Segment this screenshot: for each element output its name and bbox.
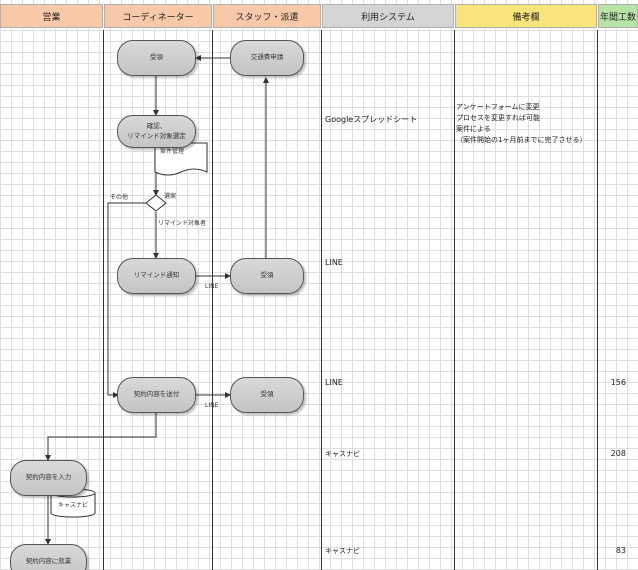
system-row1: Googleスプレッドシート — [325, 115, 418, 124]
lane-divider-sales — [103, 30, 104, 570]
arrow-contract-to-sales-input — [45, 413, 157, 461]
notes-line1: アンケートフォームに変更 — [456, 103, 540, 111]
annual-row5: 83 — [615, 546, 626, 555]
lane-divider-notes — [597, 30, 598, 570]
lane-divider-staff — [321, 30, 322, 570]
header-sales: 営業 — [0, 4, 103, 28]
annual-row4: 208 — [610, 449, 626, 458]
reminder-target-label: リマインド対象者 — [158, 220, 207, 227]
node-reminder-notice: リマインド通知 — [117, 258, 196, 294]
node-transport-request: 交通費申請 — [230, 40, 304, 76]
system-row4: キャスナビ — [325, 450, 360, 458]
annual-row3: 156 — [610, 378, 626, 387]
node-contract-send: 契約内容を送付 — [117, 377, 196, 413]
decision-right-label: 選案 — [164, 193, 177, 200]
case-mgmt-document-shape — [154, 142, 208, 176]
header-annual: 年間工数 — [598, 4, 638, 28]
system-row2: LINE — [325, 258, 343, 267]
system-row3: LINE — [325, 378, 343, 387]
line-label-2: LINE — [205, 402, 219, 409]
header-system: 利用システム — [322, 4, 454, 28]
line-label-1: LINE — [205, 283, 219, 290]
node-receive-2: 受領 — [230, 258, 304, 294]
node-receive-1: 受領 — [117, 40, 196, 76]
decision-diamond — [145, 194, 167, 212]
notes-line3: 案件による — [456, 125, 491, 133]
header-coordinator: コーディネーター — [104, 4, 212, 28]
header-staff: スタッフ・派遣 — [213, 4, 321, 28]
node-employment-contract: 契約内容に就業 — [10, 544, 87, 570]
node-enter-contract: 契約内容を入力 — [10, 460, 87, 496]
caslnavi-db-label: キャスナビ — [58, 502, 89, 509]
node-receive-3: 受領 — [230, 377, 304, 413]
case-mgmt-doc-label: 案件管理 — [160, 148, 185, 155]
arrow-decision-other-to-contract — [107, 202, 146, 398]
lane-divider-system — [454, 30, 455, 570]
notes-line4: （案件開始の1ヶ月前までに完了させる） — [456, 136, 587, 144]
notes-line2: プロセスを変更すれば可能 — [456, 114, 540, 122]
decision-other-label: その他 — [110, 194, 129, 201]
system-row5: キャスナビ — [325, 547, 360, 555]
notes-block: アンケートフォームに変更 プロセスを変更すれば可能 案件による （案件開始の1ヶ… — [456, 102, 586, 146]
lane-divider-coordinator — [212, 30, 213, 570]
node-confirm-select: 確認、 リマインド対象選定 — [117, 115, 196, 148]
header-notes: 備考欄 — [455, 4, 597, 28]
